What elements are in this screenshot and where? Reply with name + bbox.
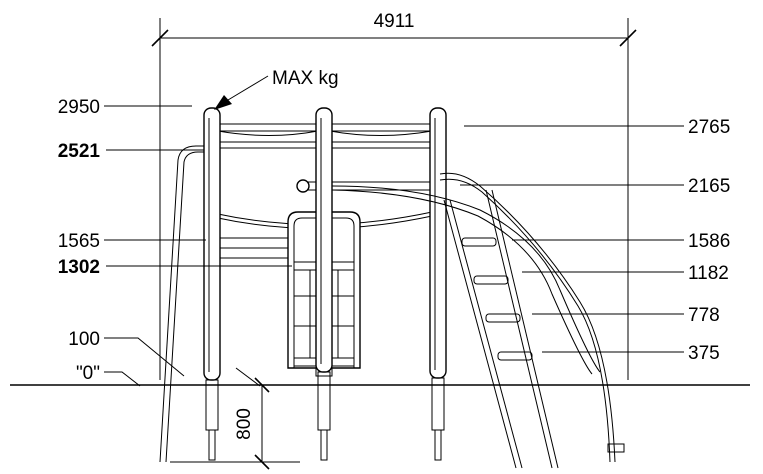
label-2950: 2950 xyxy=(58,97,100,118)
label-1302: 1302 xyxy=(58,257,100,278)
label-1586: 1586 xyxy=(688,231,730,252)
label-375: 375 xyxy=(688,343,720,364)
label-2521: 2521 xyxy=(58,141,101,162)
label-1565: 1565 xyxy=(58,231,100,252)
label-778: 778 xyxy=(688,305,720,326)
max-load-label: MAX kg xyxy=(272,68,339,89)
foundation-depth-label: 800 xyxy=(234,408,255,440)
label-2165: 2165 xyxy=(688,176,730,197)
overall-width-label: 4911 xyxy=(374,11,415,32)
slide xyxy=(331,172,625,463)
left-support-rail xyxy=(159,145,206,463)
label-100: 100 xyxy=(68,329,100,350)
label-2765: 2765 xyxy=(688,117,730,138)
posts xyxy=(203,107,447,381)
label-1182: 1182 xyxy=(688,263,729,284)
foundation-depth-dimension: 800 xyxy=(170,377,300,470)
ladder xyxy=(443,189,559,469)
overall-width-dimension: 4911 xyxy=(151,11,637,380)
left-leaders xyxy=(104,105,292,387)
right-leaders xyxy=(460,125,684,353)
label-zero: "0" xyxy=(76,363,100,384)
max-load-leader: MAX kg xyxy=(214,68,339,110)
post-footings xyxy=(205,371,445,461)
